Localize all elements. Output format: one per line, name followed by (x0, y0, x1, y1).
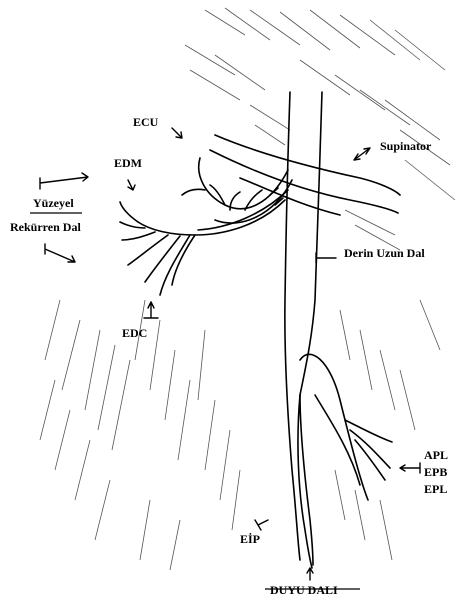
label-yuzeyel: Yüzeyel (33, 197, 74, 209)
ecu-arrow-icon (172, 128, 182, 138)
label-epl: EPL (424, 483, 447, 495)
supinator-arrow-icon (354, 148, 370, 160)
muscle-hatching (40, 8, 455, 570)
label-apl: APL (424, 449, 448, 461)
edc-arrow-icon (144, 302, 158, 318)
nerve-paths (120, 92, 400, 568)
main-trunk-right (300, 92, 322, 395)
apl-arrow-icon (400, 463, 420, 473)
label-supinator: Supinator (380, 140, 431, 152)
indicator-arrows (40, 128, 420, 580)
edc-branch (138, 200, 285, 235)
duyu-arrow-icon (307, 568, 313, 580)
rekurren-arrow-icon (45, 244, 75, 262)
label-edm: EDM (114, 157, 142, 169)
edm-arrow-icon (128, 180, 135, 190)
label-eip: EİP (240, 533, 260, 545)
derin-arrow-icon (316, 253, 336, 263)
label-rekurren: Rekürren Dal (10, 221, 81, 233)
label-epb: EPB (424, 466, 447, 478)
yuzeyel-arrow-icon (40, 173, 88, 189)
label-derin-uzun-dal: Derin Uzun Dal (344, 247, 425, 259)
label-edc: EDC (122, 327, 147, 339)
label-duyu-dali: DUYU DALI (270, 584, 338, 596)
eip-arrow-icon (255, 520, 268, 530)
label-ecu: ECU (133, 116, 158, 128)
